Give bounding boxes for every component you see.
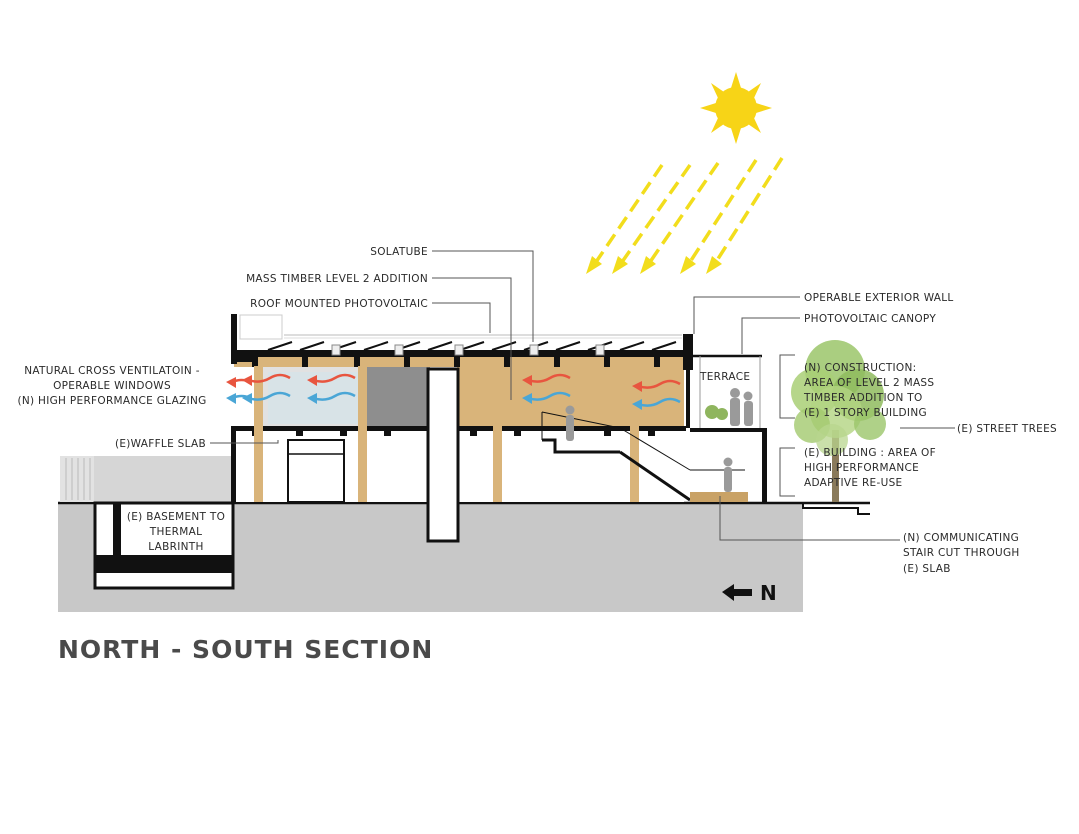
sun-icon: [700, 72, 772, 144]
street-tree: [791, 340, 886, 502]
label-building-1: (E) BUILDING : AREA OF: [804, 447, 936, 459]
label-building-3: ADAPTIVE RE-USE: [804, 477, 902, 489]
label-mass-timber: MASS TIMBER LEVEL 2 ADDITION: [246, 273, 428, 285]
sun-rays: [594, 157, 784, 264]
label-construction-3: TIMBER ADDITION TO: [803, 392, 923, 404]
callout-labels: SOLATUBE MASS TIMBER LEVEL 2 ADDITION RO…: [17, 246, 1057, 575]
label-vent-1: NATURAL CROSS VENTILATOIN -: [24, 365, 200, 377]
label-stair-1: (N) COMMUNICATING: [903, 532, 1019, 544]
label-terrace: TERRACE: [699, 371, 750, 383]
terrace: [690, 354, 767, 502]
communicating-stair: [541, 405, 748, 502]
label-construction-4: (E) 1 STORY BUILDING: [804, 407, 927, 419]
leader-lines: [210, 250, 955, 541]
label-vent-2: OPERABLE WINDOWS: [53, 380, 171, 392]
label-vent-3: (N) HIGH PERFORMANCE GLAZING: [17, 395, 206, 407]
roof-photovoltaic: [267, 334, 682, 356]
label-street-trees: (E) STREET TREES: [957, 423, 1057, 435]
label-pv-canopy: PHOTOVOLTAIC CANOPY: [804, 313, 936, 325]
north-arrow-icon: [722, 584, 752, 601]
label-operable-wall: OPERABLE EXTERIOR WALL: [804, 292, 954, 304]
label-basement-1: (E) BASEMENT TO: [127, 511, 225, 523]
label-roof-pv: ROOF MOUNTED PHOTOVOLTAIC: [250, 298, 428, 310]
neighbor-building: [60, 456, 234, 502]
sun-ray-arrowheads: [586, 256, 722, 274]
label-construction-2: AREA OF LEVEL 2 MASS: [804, 377, 934, 389]
section-title: NORTH - SOUTH SECTION: [58, 635, 433, 664]
label-stair-3: (E) SLAB: [903, 563, 951, 575]
label-solatube: SOLATUBE: [370, 246, 428, 258]
label-construction-1: (N) CONSTRUCTION:: [804, 362, 917, 374]
label-waffle-slab: (E)WAFFLE SLAB: [115, 438, 206, 450]
label-stair-2: STAIR CUT THROUGH: [903, 547, 1020, 559]
label-building-2: HIGH PERFORMANCE: [804, 462, 919, 474]
label-basement-2: THERMAL: [149, 526, 202, 538]
label-basement-3: LABRINTH: [148, 541, 203, 553]
basement-thermal-labyrinth: [93, 501, 235, 590]
north-label: N: [760, 581, 777, 605]
north-indicator: N: [722, 581, 777, 605]
ventilation-arrowheads: [226, 375, 642, 410]
